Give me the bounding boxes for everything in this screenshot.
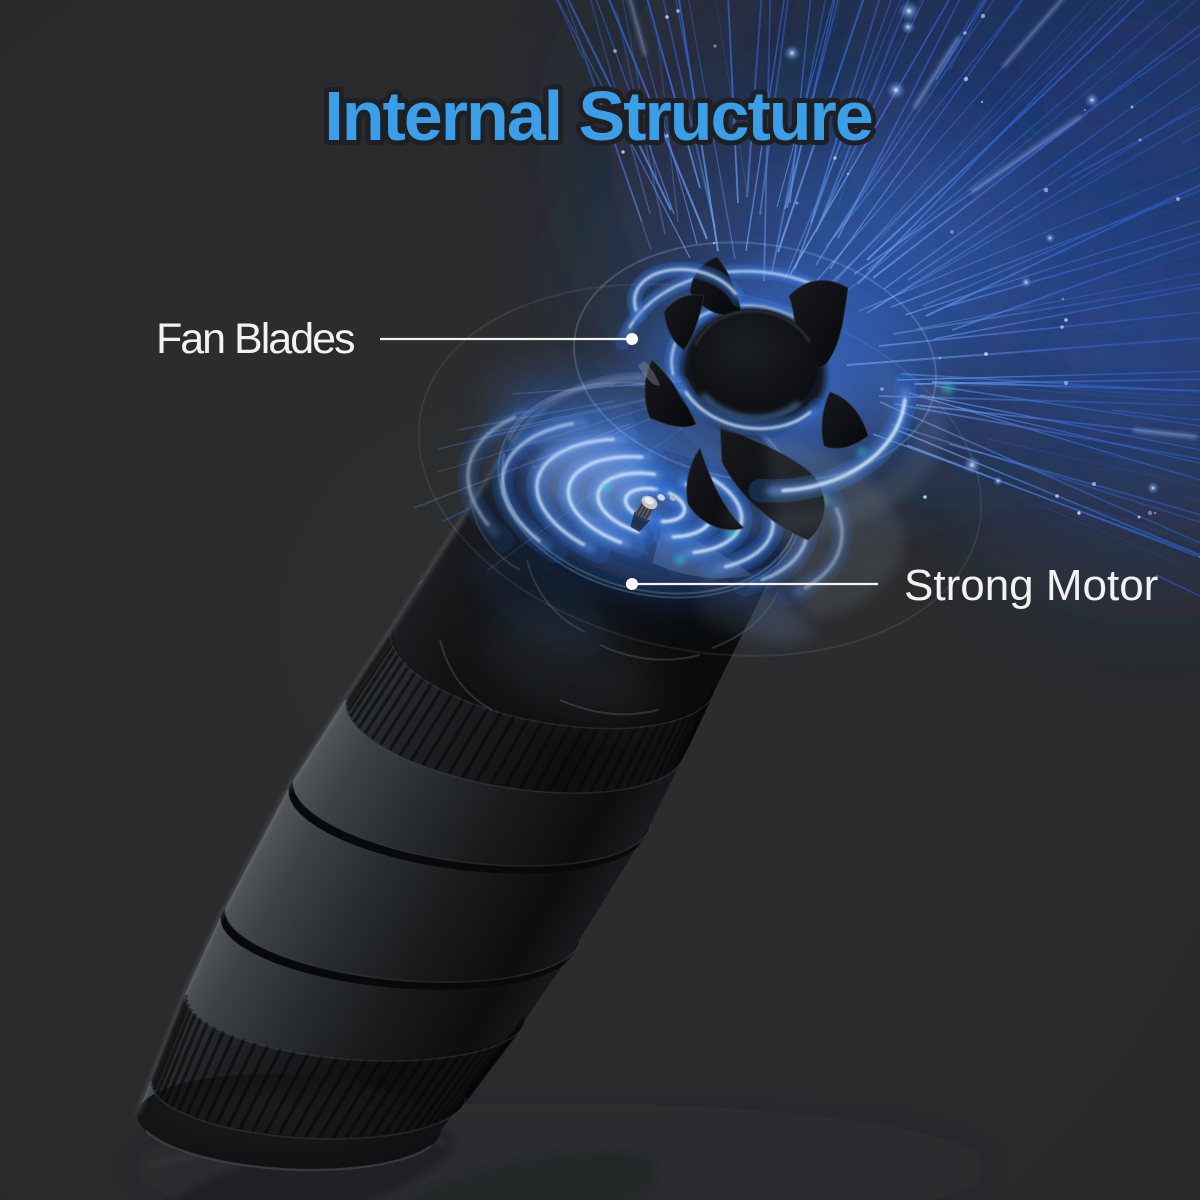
svg-text:Strong Motor: Strong Motor bbox=[904, 561, 1158, 610]
svg-text:Internal Structure: Internal Structure bbox=[324, 77, 872, 155]
svg-text:Fan Blades: Fan Blades bbox=[156, 315, 354, 363]
